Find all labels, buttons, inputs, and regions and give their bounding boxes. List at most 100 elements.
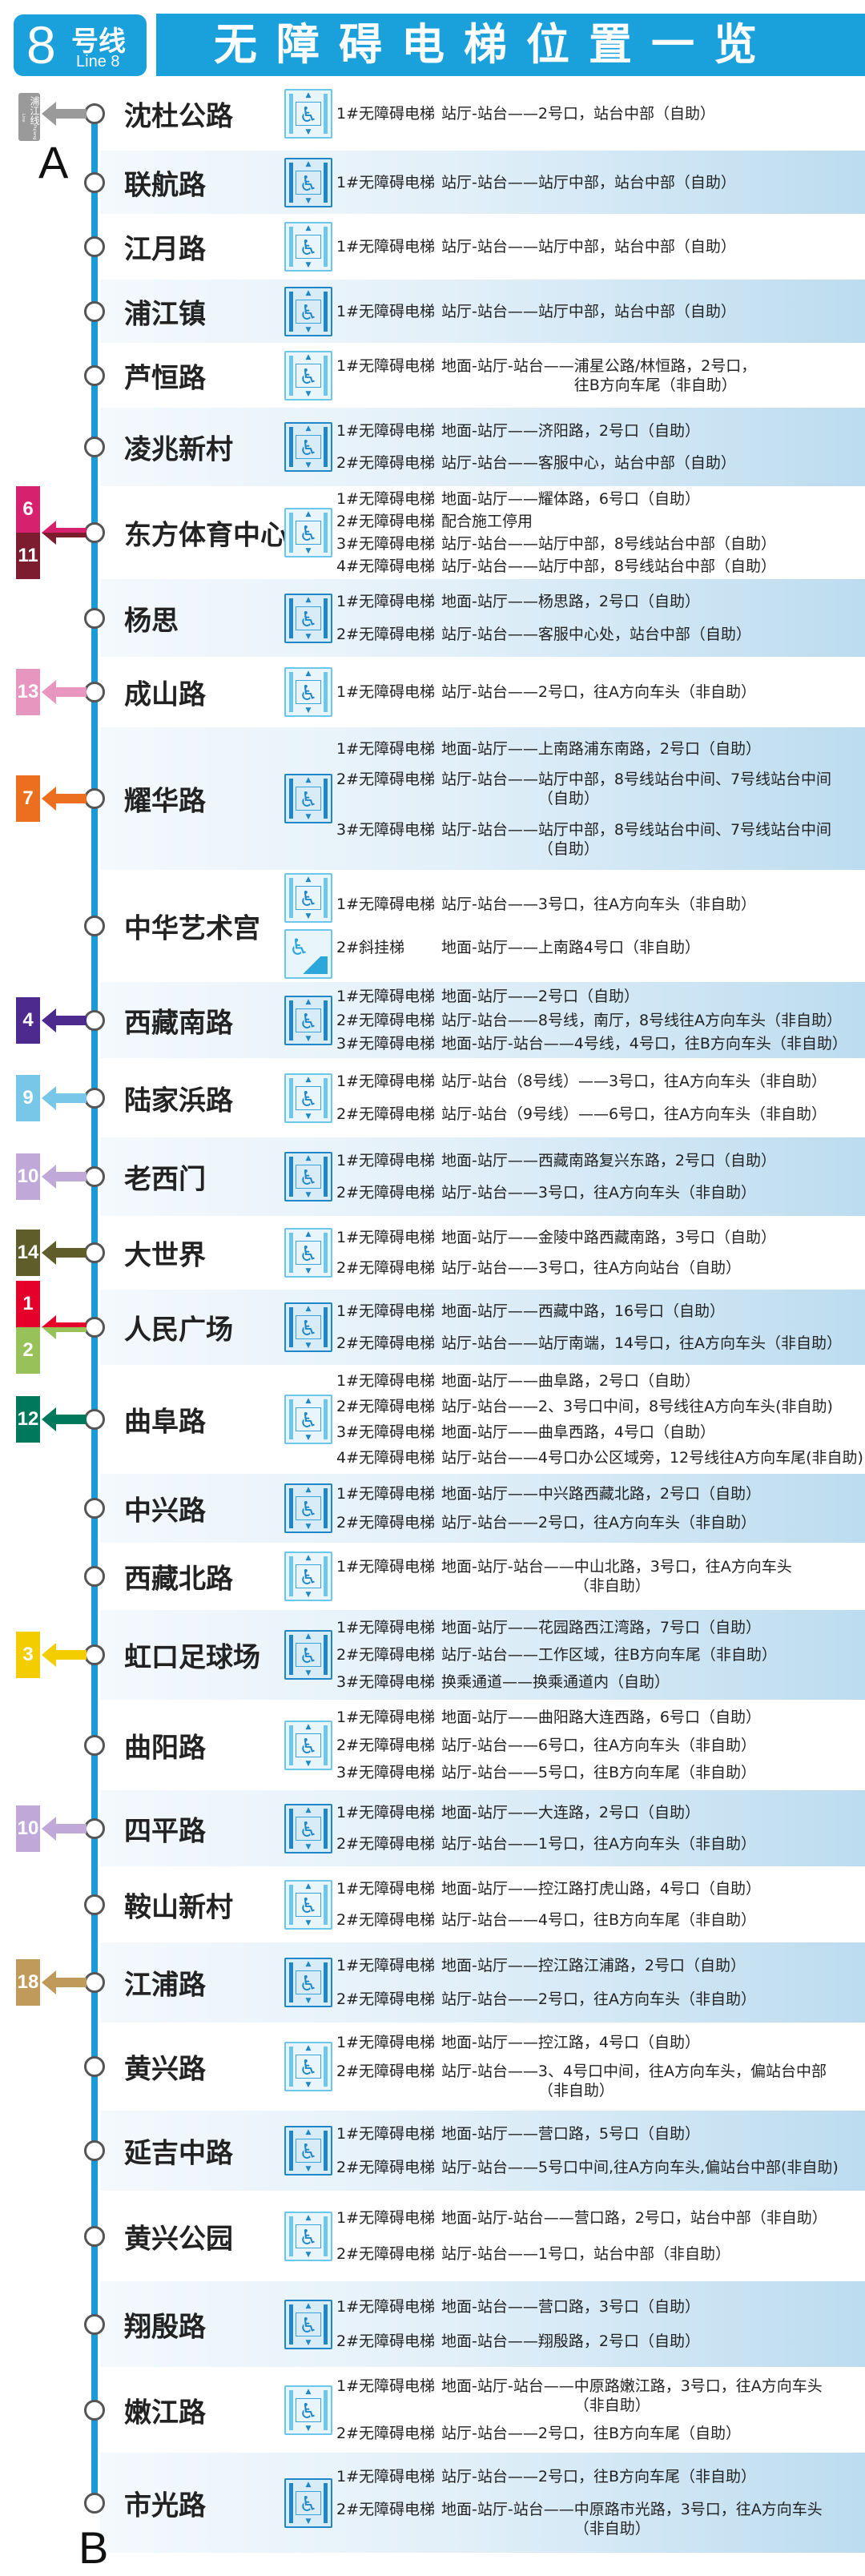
station-name[interactable]: 成山路 bbox=[124, 678, 206, 711]
station-dot[interactable] bbox=[84, 1734, 105, 1756]
station-name[interactable]: 延吉中路 bbox=[124, 2137, 233, 2170]
station-name[interactable]: 老西门 bbox=[124, 1163, 206, 1196]
station-name[interactable]: 嫩江路 bbox=[124, 2397, 206, 2429]
station-dot[interactable] bbox=[84, 1317, 105, 1338]
station-dot[interactable] bbox=[84, 1087, 105, 1109]
transfer-arrow-icon bbox=[42, 1970, 86, 1994]
station-dot[interactable] bbox=[84, 364, 105, 386]
station-dot[interactable] bbox=[84, 2140, 105, 2161]
elevator-entry: 2#无障碍电梯站厅-站台——客服中心处，站台中部（自助） bbox=[336, 625, 865, 644]
station-name[interactable]: 浦江镇 bbox=[124, 298, 206, 330]
elevator-line: 2#无障碍电梯站厅-站台——工作区域，往B方向车尾（非自助） bbox=[336, 1645, 865, 1664]
station-name[interactable]: 鞍山新村 bbox=[124, 1891, 233, 1923]
transfer-badge[interactable]: 7 bbox=[16, 775, 40, 822]
icon-column: ▲♿▼ bbox=[284, 2281, 332, 2367]
station-dot[interactable] bbox=[84, 2399, 105, 2421]
station-name[interactable]: 杨思 bbox=[124, 605, 179, 637]
elevator-line: 2#无障碍电梯站厅-站台——3号口，往A方向车头（非自助） bbox=[336, 1183, 865, 1202]
elevator-entry: 2#无障碍电梯站厅-站台——2、3号口中间，8号线往A方向车头(非自助) bbox=[336, 1397, 865, 1416]
station-dot[interactable] bbox=[84, 2492, 105, 2514]
elevator-entry: 2#无障碍电梯站厅-站台——站厅南端，14号口，往A方向车头（非自助） bbox=[336, 1334, 865, 1353]
station-name[interactable]: 西藏北路 bbox=[124, 1563, 233, 1596]
elevator-location: 地面-站厅——济阳路，2号口（自助） bbox=[441, 421, 700, 440]
elevator-entry: 1#无障碍电梯地面-站厅——花园路西江湾路，7号口（自助） bbox=[336, 1618, 865, 1637]
station-name[interactable]: 翔殷路 bbox=[124, 2311, 206, 2343]
elevator-label: 1#无障碍电梯 bbox=[336, 173, 436, 191]
transfer-badge[interactable]: 3 bbox=[16, 1632, 40, 1678]
station-name[interactable]: 黄兴公园 bbox=[124, 2223, 233, 2255]
icon-column: ▲♿▼ bbox=[284, 408, 332, 486]
station-dot[interactable] bbox=[84, 1242, 105, 1263]
transfer-badge[interactable]: 14 bbox=[16, 1230, 40, 1276]
station-dot[interactable] bbox=[84, 916, 105, 936]
station-dot[interactable] bbox=[84, 1409, 105, 1430]
icon-column: ▲♿▼ bbox=[284, 1216, 332, 1290]
station-name[interactable]: 芦恒路 bbox=[124, 362, 206, 394]
station-name[interactable]: 人民广场 bbox=[124, 1314, 233, 1346]
station-dot[interactable] bbox=[84, 2313, 105, 2335]
station-name[interactable]: 大世界 bbox=[124, 1239, 206, 1272]
station-dot[interactable] bbox=[84, 1817, 105, 1839]
station-dot[interactable] bbox=[84, 2056, 105, 2077]
station-name[interactable]: 曲阳路 bbox=[124, 1732, 206, 1764]
station-row: 虹口足球场 ▲♿▼1#无障碍电梯地面-站厅——花园路西江湾路，7号口（自助） 2#无… bbox=[0, 1610, 865, 1700]
station-dot[interactable] bbox=[84, 1498, 105, 1519]
station-dot[interactable] bbox=[84, 171, 105, 193]
station-dot[interactable] bbox=[84, 1644, 105, 1665]
elevator-label: 2#无障碍电梯 bbox=[336, 2501, 436, 2519]
station-dot[interactable] bbox=[84, 437, 105, 457]
station-dot[interactable] bbox=[84, 1972, 105, 1993]
elevator-list: 1#无障碍电梯地面-站厅——曲阜路，2号口（自助） 2#无障碍电梯站厅-站台——2… bbox=[336, 1365, 865, 1474]
elevator-list: 1#无障碍电梯站厅-站台——2号口，站台中部（自助） bbox=[336, 76, 865, 151]
station-name[interactable]: 东方体育中心 bbox=[124, 519, 288, 552]
transfer-badge[interactable]: 9 bbox=[16, 1074, 40, 1121]
station-name[interactable]: 黄兴路 bbox=[124, 2053, 206, 2086]
station-name[interactable]: 市光路 bbox=[124, 2489, 206, 2522]
transfer-badge[interactable]: 12 bbox=[16, 1396, 40, 1443]
elevator-location: 站厅-站台——客服中心，站台中部（自助） bbox=[441, 454, 736, 473]
station-dot[interactable] bbox=[84, 236, 105, 257]
station-name[interactable]: 沈杜公路 bbox=[124, 100, 233, 132]
icon-column: ▲♿▼ bbox=[284, 1610, 332, 1700]
accessible-elevator-icon: ▲♿▼ bbox=[284, 222, 332, 272]
transfer-badge[interactable]: 4 bbox=[16, 996, 40, 1044]
accessible-elevator-icon: ▲♿▼ bbox=[284, 873, 332, 923]
station-name[interactable]: 陆家浜路 bbox=[124, 1085, 233, 1117]
station-name[interactable]: 曲阜路 bbox=[124, 1406, 206, 1439]
station-dot[interactable] bbox=[84, 1166, 105, 1187]
elevator-label: 2#无障碍电梯 bbox=[336, 1334, 436, 1352]
station-dot[interactable] bbox=[84, 300, 105, 322]
elevator-line: 1#无障碍电梯地面-站台——营口路，3号口（自助） bbox=[336, 2297, 865, 2316]
station-dot[interactable] bbox=[84, 607, 105, 629]
elevator-location: 站厅-站台——6号口，往A方向车头（非自助） bbox=[441, 1736, 756, 1754]
elevator-entry: 1#无障碍电梯地面-站厅——曲阜路，2号口（自助） bbox=[336, 1371, 865, 1391]
station-name[interactable]: 联航路 bbox=[124, 169, 206, 201]
station-dot[interactable] bbox=[84, 103, 105, 124]
station-name[interactable]: 虹口足球场 bbox=[124, 1641, 260, 1674]
icon-column: ▲♿▼ bbox=[284, 2023, 332, 2111]
station-dot[interactable] bbox=[84, 1009, 105, 1031]
station-dot[interactable] bbox=[84, 522, 105, 543]
transfer-badge[interactable]: 10 bbox=[16, 1153, 40, 1200]
transfer-badge[interactable]: 10 bbox=[16, 1805, 40, 1852]
station-name[interactable]: 江浦路 bbox=[124, 1969, 206, 2002]
elevator-label: 1#无障碍电梯 bbox=[336, 1151, 436, 1169]
station-dot[interactable] bbox=[84, 1566, 105, 1587]
transfer-arrow-icon bbox=[42, 1241, 86, 1265]
station-name[interactable]: 四平路 bbox=[124, 1815, 206, 1847]
station-name[interactable]: 耀华路 bbox=[124, 785, 206, 818]
station-dot[interactable] bbox=[84, 682, 105, 702]
station-name[interactable]: 中兴路 bbox=[124, 1495, 206, 1527]
station-dot[interactable] bbox=[84, 2225, 105, 2247]
station-name[interactable]: 凌兆新村 bbox=[124, 433, 233, 466]
station-name[interactable]: 江月路 bbox=[124, 233, 206, 266]
transfer-arrow-icon bbox=[42, 1315, 86, 1339]
station-name[interactable]: 中华艺术宫 bbox=[124, 912, 260, 945]
station-dot[interactable] bbox=[84, 788, 105, 809]
transfer-badge[interactable]: 18 bbox=[16, 1959, 40, 2006]
station-name[interactable]: 西藏南路 bbox=[124, 1007, 233, 1039]
station-dot[interactable] bbox=[84, 1894, 105, 1915]
transfer-badge[interactable]: 13 bbox=[16, 669, 40, 715]
